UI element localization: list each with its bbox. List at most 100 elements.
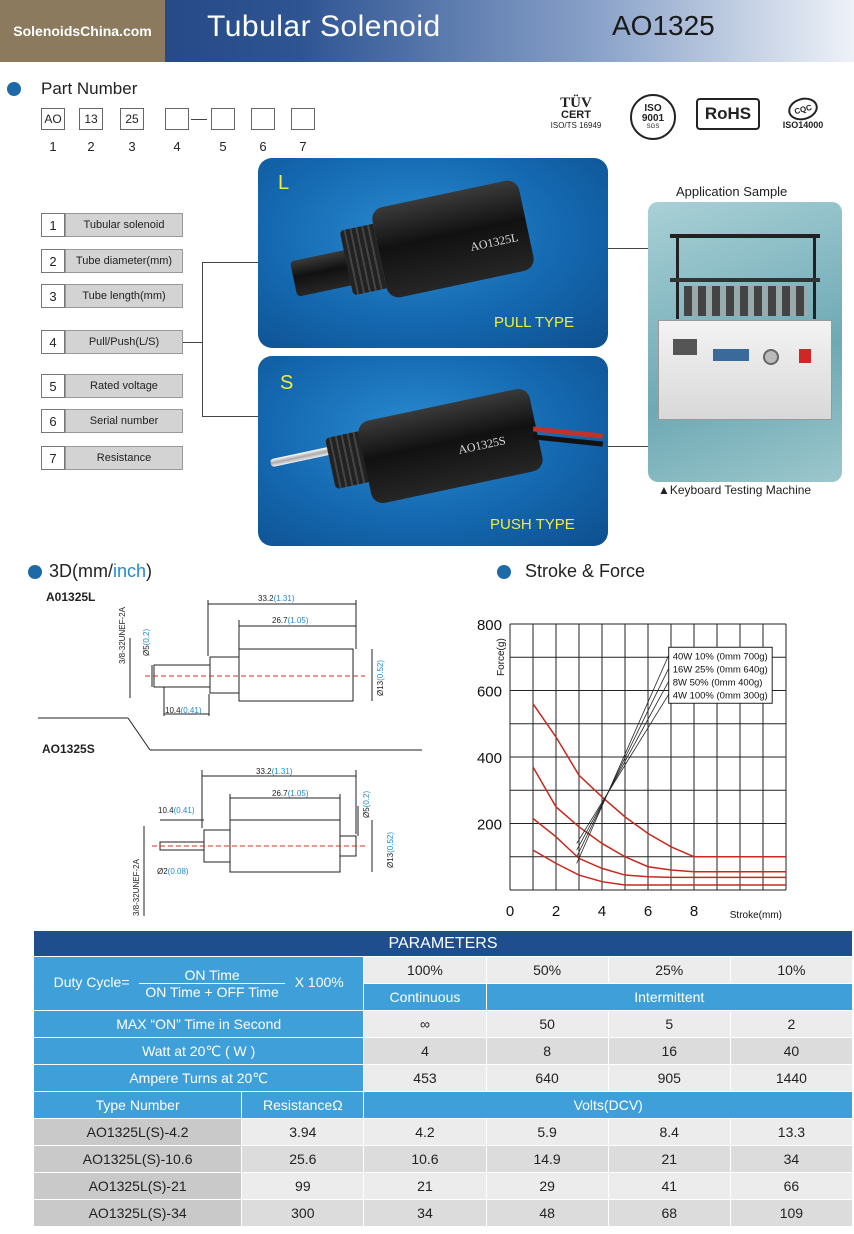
legend-leader-line [576,681,670,851]
part-number-index: 1 [49,139,57,154]
machine-frame [813,234,816,319]
parameter-value: ∞ [363,1010,487,1038]
resistance-value: 3.94 [241,1118,365,1146]
y-tick-label: 800 [477,617,502,634]
part-number-index: 2 [87,139,95,154]
application-title: Application Sample [676,184,788,199]
pull-type-label: PULL TYPE [494,314,575,331]
legend-label: Tube length(mm) [65,284,183,308]
y-tick-label: 400 [477,750,502,767]
model-number: AO1325 [612,10,715,41]
voltage-value: 41 [607,1172,731,1200]
machine-frame [676,234,679,319]
duty-value: 25% [607,956,731,984]
l-shaft-length: 10.4(0.41) [165,706,202,715]
part-number-index: 5 [219,139,227,154]
x-axis-label: Stroke(mm) [730,910,782,921]
x-tick-label: 6 [644,903,652,920]
part-number-index: 6 [259,139,267,154]
part-number-box [211,108,235,130]
legend-entry: 8W 50% (0mm 400g) [673,677,763,688]
application-caption: ▲Keyboard Testing Machine [658,483,812,497]
legend-index: 1 [41,213,65,237]
type-number: AO1325L(S)-10.6 [32,1145,243,1173]
rohs-logo: RoHS [696,98,760,130]
parameter-value: 5 [607,1010,731,1038]
pull-letter: L [278,172,290,194]
parameters-title: PARAMETERS [33,930,853,957]
l-body-diameter: Ø13(0.52) [376,659,385,696]
parameter-value: 1440 [729,1064,854,1092]
solenoid-body [356,386,545,506]
bullet-icon [28,565,42,579]
s-thread-spec: 3/8-32UNEF-2A [132,859,141,916]
part-number-index: 3 [128,139,136,154]
legend-entry: 4W 100% (0mm 300g) [673,690,768,701]
legend-label: Serial number [65,409,183,433]
l-length-body: 26.7(1.05) [272,616,309,625]
connector-line [202,416,258,417]
test-heads [684,286,808,316]
iso9001-logo: ISO 9001 SGS [630,94,676,140]
resistance-value: 99 [241,1172,365,1200]
knob-icon [763,349,779,365]
bullet-icon [497,565,511,579]
y-tick-label: 600 [477,684,502,701]
connector-line [607,446,649,447]
duty-value: 10% [729,956,854,984]
part-number-box [251,108,275,130]
parameter-value: 905 [607,1064,731,1092]
machine-frame [670,234,820,238]
voltage-value: 34 [729,1145,854,1173]
s-rod-diameter: Ø2(0.08) [157,867,189,876]
legend-entry: 40W 10% (0mm 700g) [673,651,768,662]
legend-label: Tube diameter(mm) [65,249,183,273]
l-pin-diameter: Ø5(0.2) [142,628,151,656]
legend-label: Resistance [65,446,183,470]
parameter-value: 16 [607,1037,731,1065]
y-tick-label: 200 [477,817,502,834]
y-axis-label: Force(g) [496,638,507,676]
parameter-label: Ampere Turns at 20℃ [32,1064,365,1092]
display-panel [673,339,697,355]
page-title: Tubular Solenoid [207,10,441,43]
x-tick-label: 2 [552,903,560,920]
voltage-value: 109 [729,1199,854,1227]
part-number-dash [191,119,207,120]
resistance-header: ResistanceΩ [241,1091,365,1119]
type-number-header: Type Number [32,1091,243,1119]
power-switch-icon [799,349,811,363]
part-number-box [291,108,315,130]
drawings-title: 3D(mm/inch) [49,561,153,581]
connector-line [202,262,203,417]
bullet-icon [7,82,21,96]
part-number-box: 25 [120,108,144,130]
legend-index: 3 [41,284,65,308]
type-number: AO1325L(S)-34 [32,1199,243,1227]
part-number-box: 13 [79,108,103,130]
duty-value: 100% [363,956,487,984]
display-panel [713,349,749,361]
legend-index: 6 [41,409,65,433]
part-number-box: AO [41,108,65,130]
l-drawing-label: A01325L [46,590,96,604]
part-number-index: 7 [299,139,307,154]
brand-logo[interactable]: SolenoidsChina.com [0,0,165,62]
stroke-force-title: Stroke & Force [525,561,646,581]
voltage-value: 13.3 [729,1118,854,1146]
legend-leader-line [576,668,670,857]
s-shaft-length: 10.4(0.41) [158,806,195,815]
part-number-box [165,108,189,130]
part-number-title: Part Number [41,79,138,98]
x-tick-label: 8 [690,903,698,920]
x-tick-label: 0 [506,903,514,920]
voltage-value: 48 [485,1199,609,1227]
s-drawing-label: AO1325S [42,742,95,756]
legend-index: 7 [41,446,65,470]
legend-label: Rated voltage [65,374,183,398]
legend-box [668,646,773,704]
voltage-value: 4.2 [363,1118,487,1146]
